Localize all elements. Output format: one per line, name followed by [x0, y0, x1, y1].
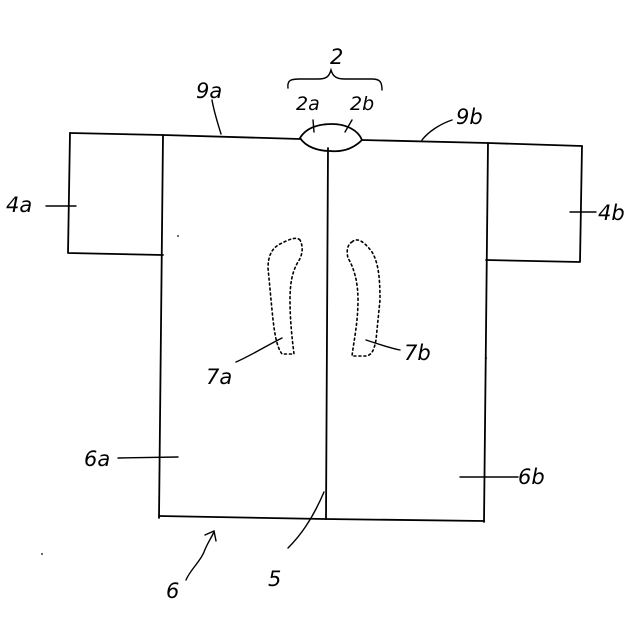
left-sleeve — [68, 133, 163, 255]
leader-6-arrow — [186, 532, 214, 580]
label-collar-group: 2 — [330, 45, 343, 69]
leader-lines — [46, 100, 596, 580]
center-seam — [326, 148, 328, 519]
leader-6a — [118, 457, 178, 458]
leader-7a — [236, 338, 282, 362]
label-collar-right: 2b — [350, 93, 374, 115]
left-body-side — [159, 135, 163, 518]
leader-9b — [422, 120, 452, 140]
label-panel-right: 6b — [518, 465, 545, 489]
collar-shape — [300, 124, 362, 151]
left-shoulder-line — [70, 133, 300, 139]
label-sleeve-right: 4b — [598, 201, 625, 225]
label-shoulder-right: 9b — [456, 105, 483, 129]
pockets — [268, 238, 380, 356]
label-pocket-left: 7a — [206, 365, 232, 389]
scan-specks — [41, 235, 487, 555]
label-collar-left: 2a — [296, 93, 320, 115]
label-pocket-right: 7b — [404, 341, 431, 365]
right-pocket — [347, 240, 380, 356]
garment-outline — [68, 133, 582, 522]
label-garment: 6 — [166, 579, 179, 603]
leader-9a — [212, 100, 221, 134]
right-shoulder-line — [362, 140, 582, 146]
label-sleeve-left: 4a — [6, 193, 32, 217]
label-panel-left: 6a — [84, 447, 110, 471]
label-shoulder-left: 9a — [196, 79, 222, 103]
collar-left-tick — [313, 120, 314, 132]
left-pocket — [268, 238, 302, 354]
hem-line — [159, 516, 484, 521]
right-body-side — [484, 143, 488, 522]
leader-7b — [366, 340, 400, 350]
leader-5 — [288, 492, 324, 548]
right-sleeve — [486, 146, 582, 262]
label-center-seam: 5 — [268, 567, 281, 591]
collar-brace — [288, 70, 382, 90]
